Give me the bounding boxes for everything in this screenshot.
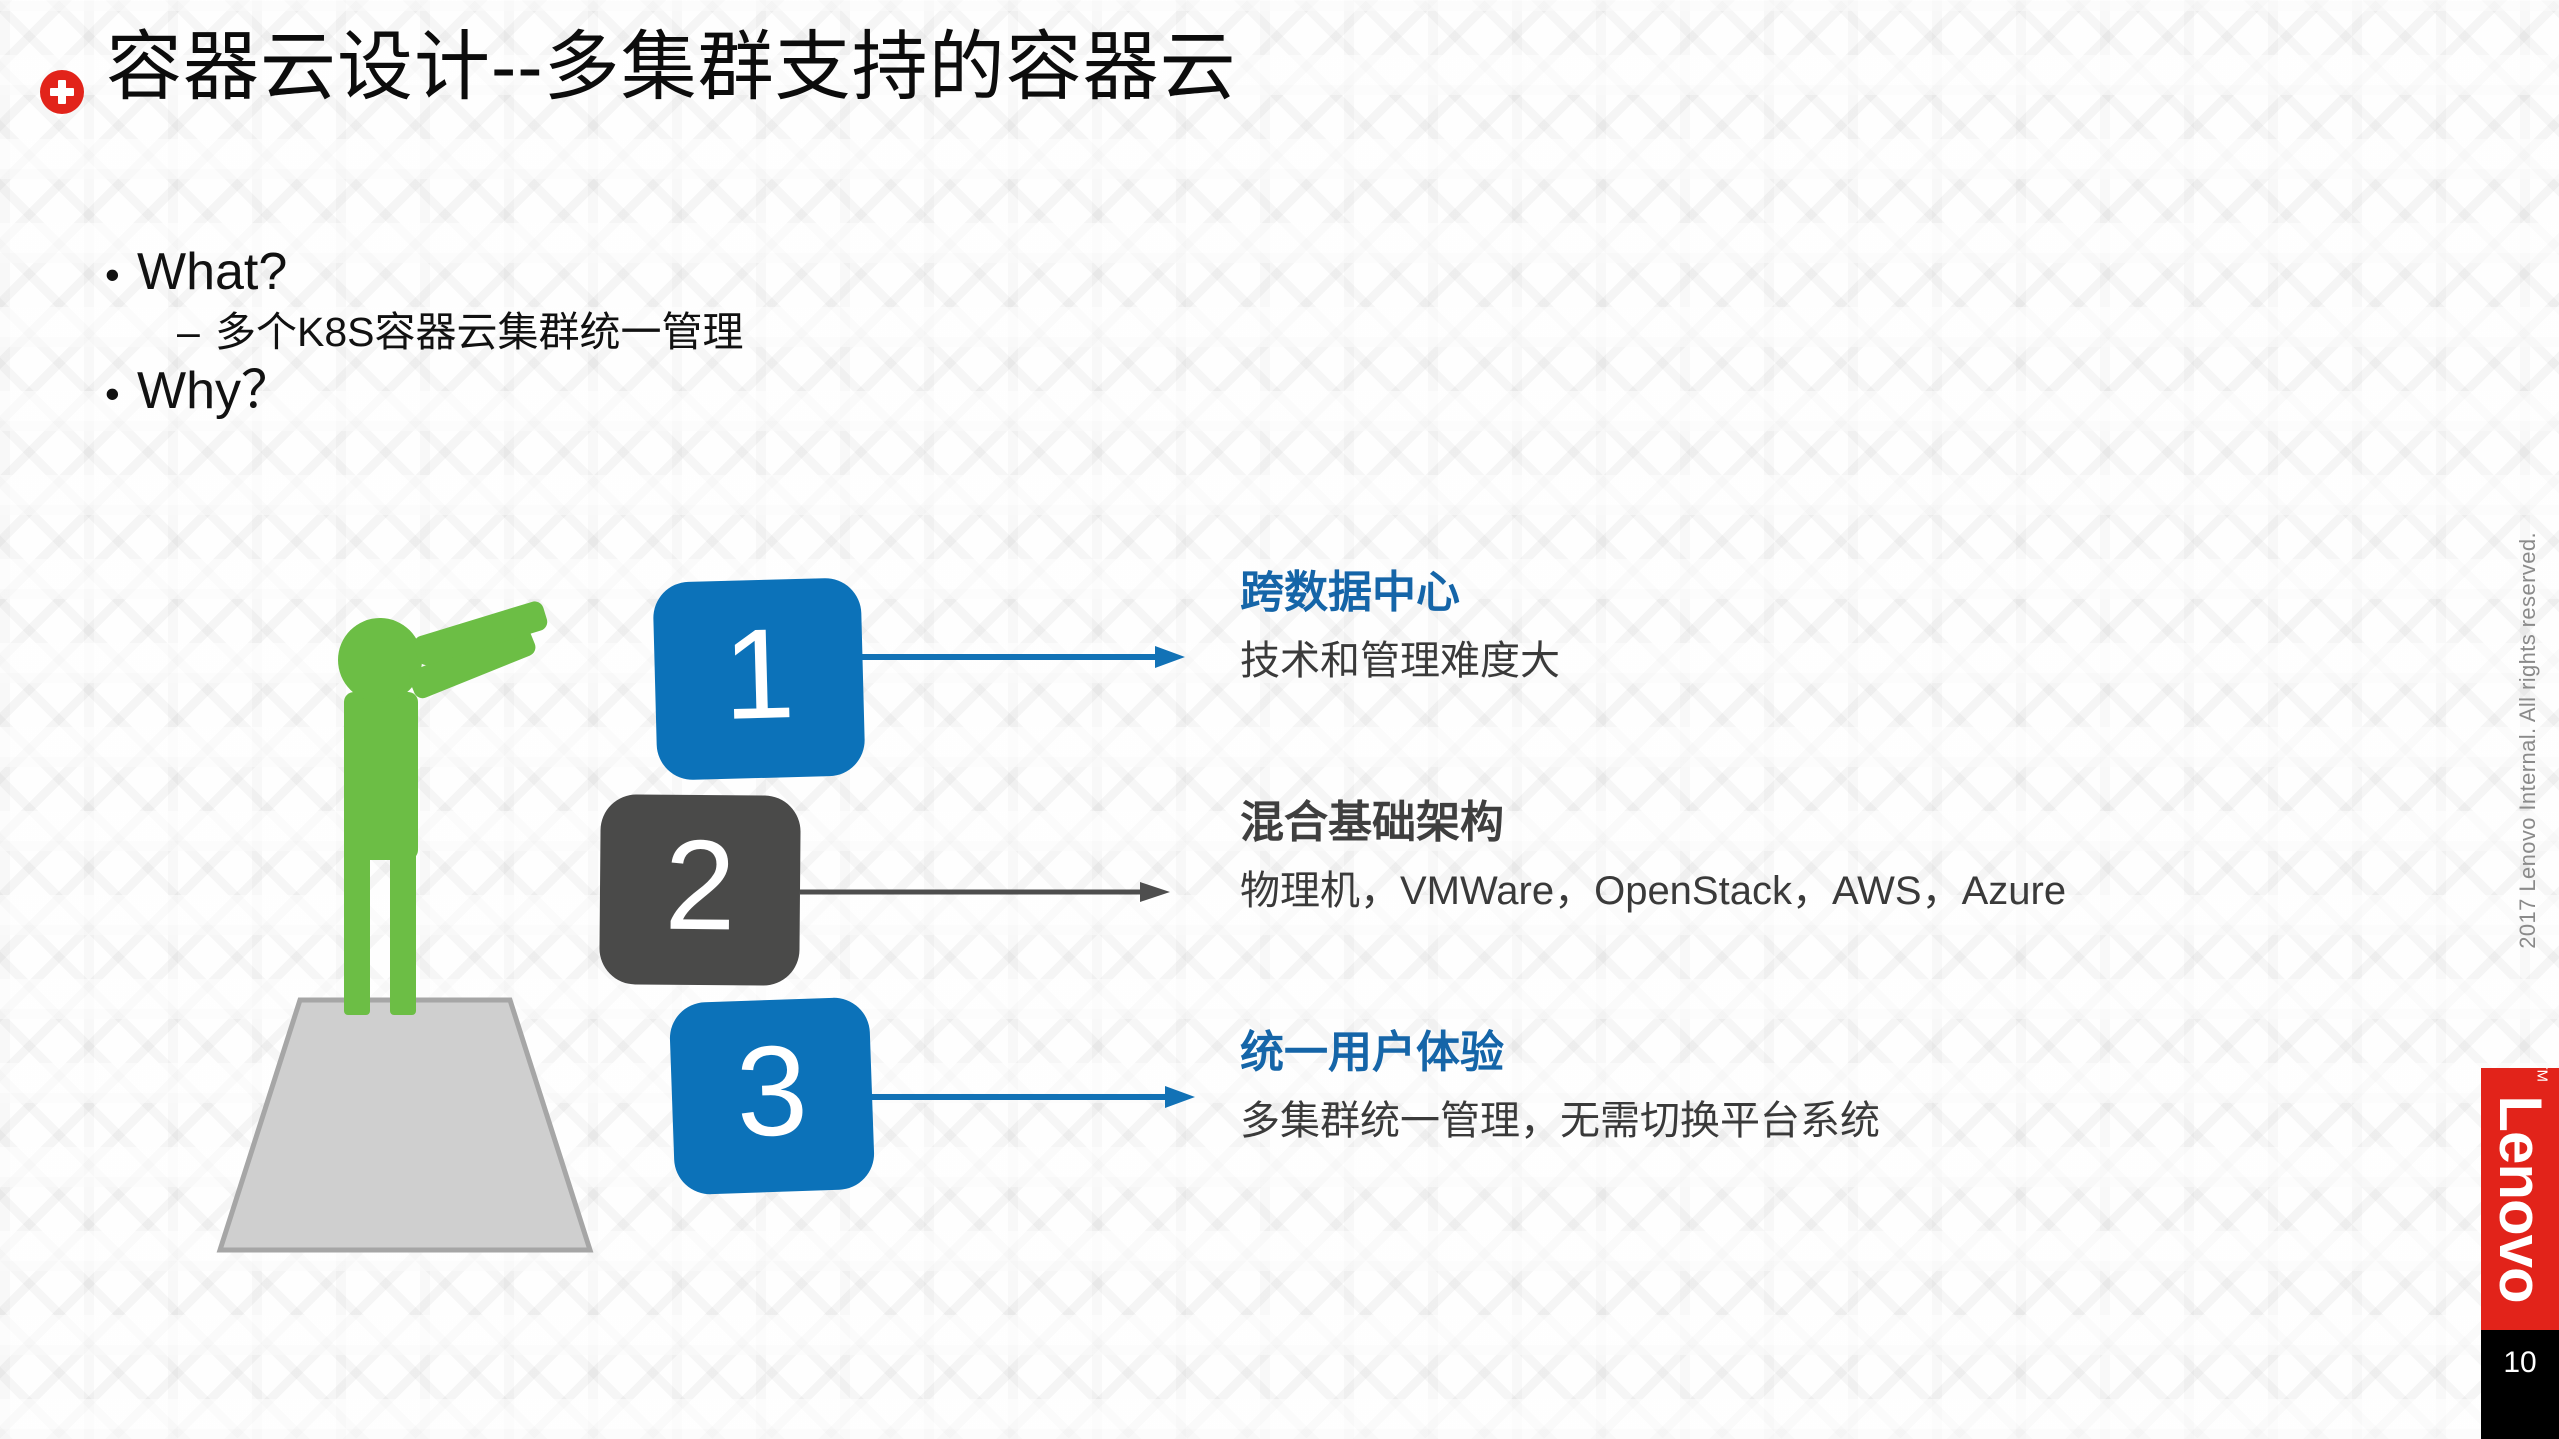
bullet-label: Why？ bbox=[137, 361, 294, 420]
step-number: 2 bbox=[663, 813, 737, 958]
detail-block-1: 跨数据中心 技术和管理难度大 bbox=[1240, 565, 1560, 686]
lenovo-logo: Lenovo TM bbox=[2481, 1068, 2559, 1330]
trademark-mark: TM bbox=[2534, 1068, 2551, 1082]
detail-heading: 统一用户体验 bbox=[1240, 1028, 1504, 1077]
step-chip-3[interactable]: 3 bbox=[668, 996, 876, 1196]
slide-title-row: 容器云设计--多集群支持的容器云 bbox=[40, 22, 1237, 114]
step-chip-2[interactable]: 2 bbox=[599, 794, 801, 986]
connector-arrow-1 bbox=[845, 645, 1185, 669]
bullet-label: What? bbox=[137, 243, 288, 301]
bullet-label: 多个K8S容器云集群统一管理 bbox=[215, 308, 744, 355]
page-number: 10 bbox=[2503, 1346, 2537, 1379]
detail-body: 物理机，VMWare，OpenStack，AWS，Azure bbox=[1240, 869, 2067, 913]
page-title: 容器云设计--多集群支持的容器云 bbox=[106, 25, 1237, 111]
bullet-list: • What? – 多个K8S容器云集群统一管理 • Why？ bbox=[105, 240, 744, 424]
detail-body: 技术和管理难度大 bbox=[1240, 639, 1560, 683]
detail-heading: 跨数据中心 bbox=[1240, 568, 1460, 617]
detail-body: 多集群统一管理，无需切换平台系统 bbox=[1240, 1099, 1880, 1143]
detail-block-2: 混合基础架构 物理机，VMWare，OpenStack，AWS，Azure bbox=[1240, 795, 2066, 916]
connector-arrow-3 bbox=[855, 1085, 1195, 1109]
lenovo-logo-wordmark: Lenovo bbox=[2487, 1095, 2554, 1303]
bullet-item-what: • What? bbox=[105, 240, 744, 306]
detail-block-3: 统一用户体验 多集群统一管理，无需切换平台系统 bbox=[1240, 1025, 1880, 1146]
bullet-item-k8s-multicluster: – 多个K8S容器云集群统一管理 bbox=[177, 306, 744, 359]
page-number-badge: 10 bbox=[2481, 1330, 2559, 1439]
bullet-marker: • bbox=[105, 369, 120, 417]
detail-heading: 混合基础架构 bbox=[1240, 798, 1504, 847]
plus-circle-icon bbox=[40, 70, 84, 114]
bullet-marker: • bbox=[105, 251, 120, 298]
bullet-item-why: • Why？ bbox=[105, 359, 744, 425]
step-number: 3 bbox=[733, 1018, 810, 1165]
bullet-marker: – bbox=[177, 308, 200, 355]
copyright-notice: 2017 Lenovo Internal. All rights reserve… bbox=[2515, 532, 2540, 949]
pedestal-shape bbox=[216, 997, 594, 1253]
connector-arrow-2 bbox=[800, 880, 1170, 904]
step-chip-1[interactable]: 1 bbox=[652, 577, 866, 781]
step-number: 1 bbox=[721, 602, 797, 747]
